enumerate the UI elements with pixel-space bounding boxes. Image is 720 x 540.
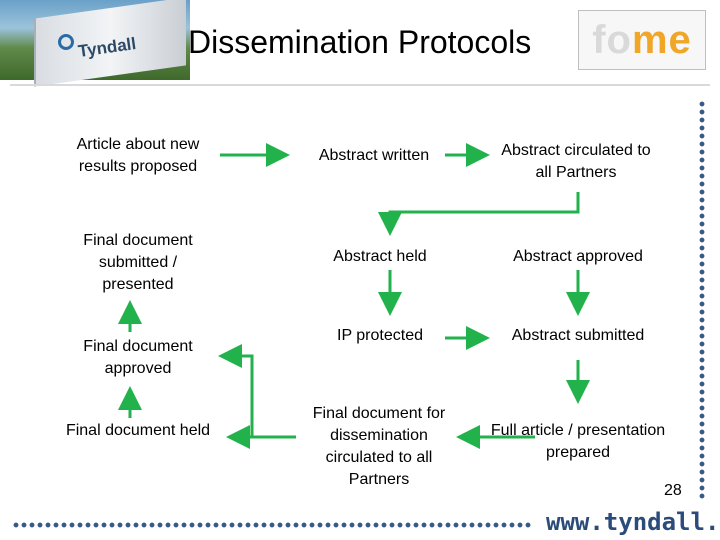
- page-number: 28: [664, 482, 682, 500]
- node-final-submitted: Final document submitted / presented: [66, 230, 210, 296]
- node-abstract-written: Abstract written: [300, 145, 448, 167]
- node-final-approved: Final document approved: [64, 336, 212, 380]
- node-abstract-held: Abstract held: [310, 246, 450, 268]
- arrow-circulated-to-held: [390, 192, 578, 230]
- footer-url: www.tyndall.ie: [546, 508, 720, 536]
- node-article-proposed: Article about new results proposed: [56, 134, 220, 178]
- node-full-article: Full article / presentation prepared: [484, 420, 672, 464]
- footer-dot-border: [12, 521, 532, 529]
- node-final-circulated: Final document for dissemination circula…: [296, 403, 462, 491]
- node-ip-protected: IP protected: [316, 325, 444, 347]
- node-abstract-circulated: Abstract circulated to all Partners: [494, 140, 658, 184]
- node-abstract-approved: Abstract approved: [494, 246, 662, 268]
- node-final-held: Final document held: [64, 420, 212, 442]
- node-abstract-submitted: Abstract submitted: [494, 325, 662, 347]
- arrow-circulated-to-held-final: [224, 356, 296, 437]
